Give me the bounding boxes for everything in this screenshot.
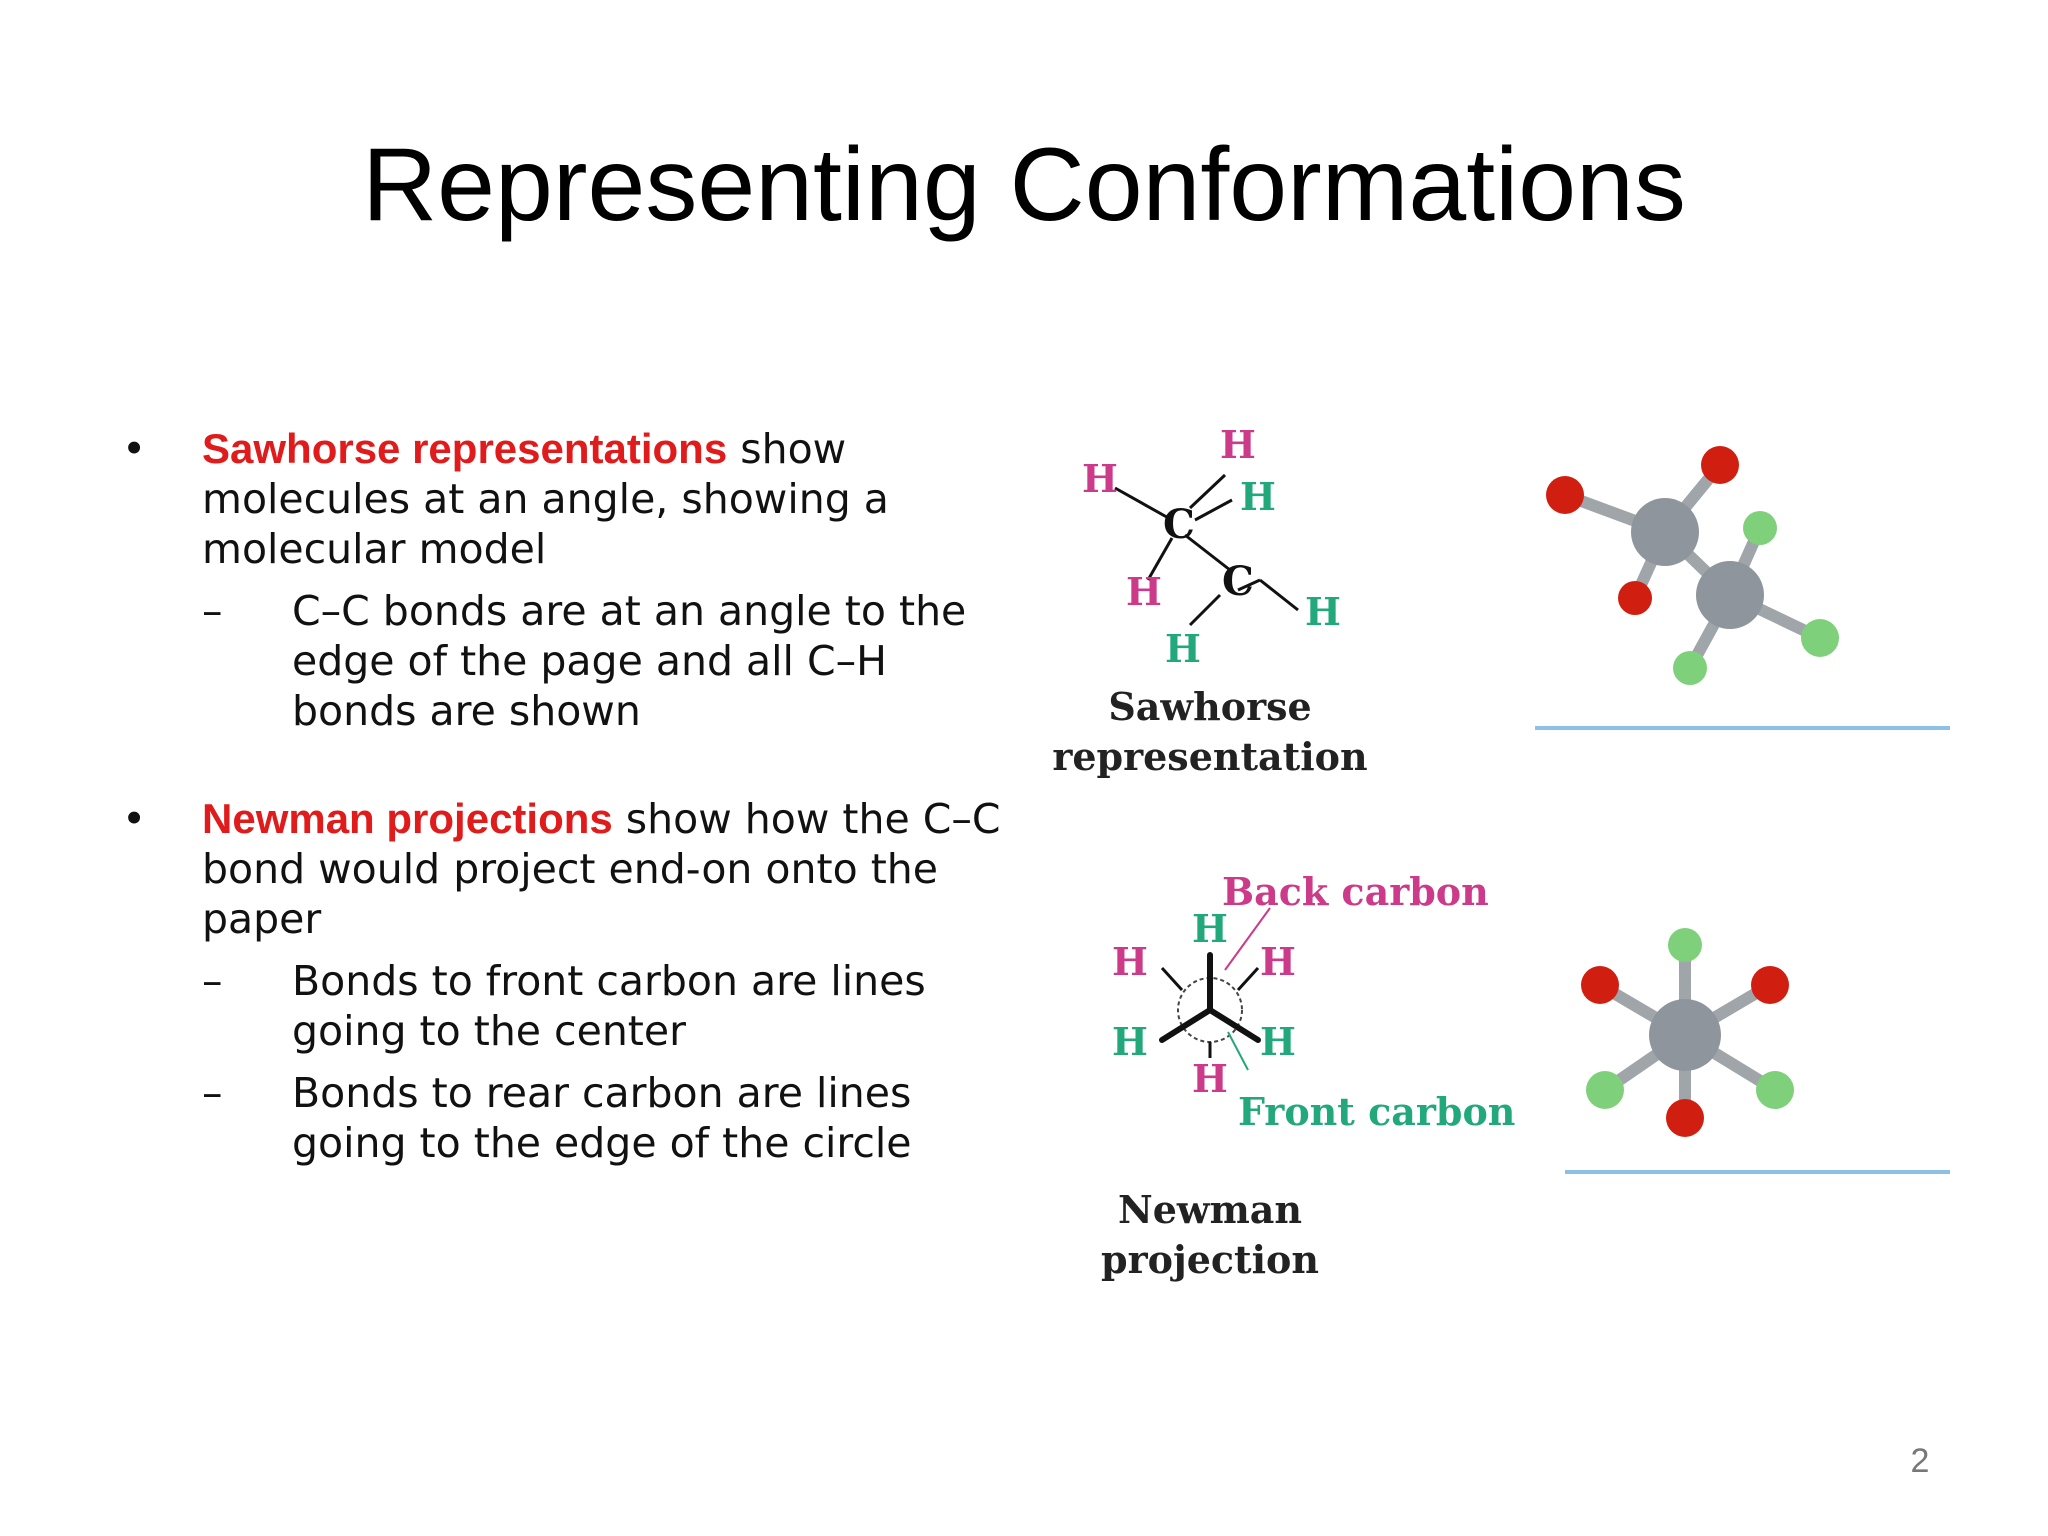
newman-atom-h: H	[1112, 939, 1148, 984]
sub-bullet-item: – C–C bonds are at an angle to the edge …	[202, 586, 1010, 736]
page-number: 2	[1910, 1442, 1930, 1480]
newman-atom-h: H	[1192, 906, 1228, 951]
newman-diagram: Back carbon H H H H H H Front carbon	[1112, 869, 1515, 1134]
newman-atom-h: H	[1260, 939, 1296, 984]
sawhorse-label-line2: representation	[1052, 734, 1368, 779]
slide-title: Representing Conformations	[362, 127, 1686, 243]
sub-bullet-text: Bonds to rear carbon are lines going to …	[292, 1069, 912, 1167]
dash-marker-icon: –	[202, 587, 223, 635]
newman-ball-and-stick-model-icon	[1565, 928, 1950, 1174]
bullet-dot-icon: •	[122, 425, 147, 473]
sawhorse-atom-h: H	[1082, 456, 1118, 501]
bullet-item-sawhorse: • Sawhorse representations show molecule…	[110, 424, 1010, 736]
bullet-highlight: Sawhorse representations	[202, 425, 728, 472]
sawhorse-label-line1: Sawhorse	[1108, 684, 1312, 729]
sub-bullet-item: – Bonds to rear carbon are lines going t…	[202, 1068, 1010, 1168]
dash-marker-icon: –	[202, 1069, 223, 1117]
bullet-item-newman: • Newman projections show how the C–C bo…	[110, 794, 1010, 1168]
sub-bullet-text: C–C bonds are at an angle to the edge of…	[292, 587, 967, 735]
sub-bullet-item: – Bonds to front carbon are lines going …	[202, 956, 1010, 1056]
sub-bullet-text: Bonds to front carbon are lines going to…	[292, 957, 926, 1055]
sawhorse-ball-and-stick-model-icon	[1535, 446, 1950, 730]
sawhorse-atom-h: H	[1126, 569, 1162, 614]
sawhorse-atom-h: H	[1220, 422, 1256, 467]
newman-label: Newman projection	[1030, 1185, 1390, 1285]
sawhorse-atom-h: H	[1240, 474, 1276, 519]
bullet-list: • Sawhorse representations show molecule…	[110, 424, 1010, 1168]
sawhorse-atom-h: H	[1305, 589, 1341, 634]
dash-marker-icon: –	[202, 957, 223, 1005]
sawhorse-diagram: H H H C C H H H	[1082, 422, 1341, 670]
bullet-text: show molecules at an angle, showing a mo…	[202, 425, 889, 573]
sawhorse-atom-c: C	[1163, 501, 1195, 548]
newman-label-line1: Newman	[1117, 1187, 1303, 1232]
sawhorse-label: Sawhorse representation	[1030, 682, 1390, 782]
bullet-highlight: Newman projections	[202, 795, 613, 842]
newman-label-line2: projection	[1101, 1237, 1319, 1282]
newman-atom-h: H	[1192, 1056, 1228, 1101]
newman-atom-h: H	[1112, 1019, 1148, 1064]
newman-atom-h: H	[1260, 1019, 1296, 1064]
bullet-dot-icon: •	[122, 795, 147, 843]
sawhorse-atom-h: H	[1165, 626, 1201, 670]
sawhorse-atom-c: C	[1222, 558, 1254, 605]
bullet-text: show how the C–C bond would project end-…	[202, 795, 1001, 943]
front-carbon-label: Front carbon	[1238, 1089, 1515, 1134]
back-carbon-label: Back carbon	[1222, 869, 1489, 914]
